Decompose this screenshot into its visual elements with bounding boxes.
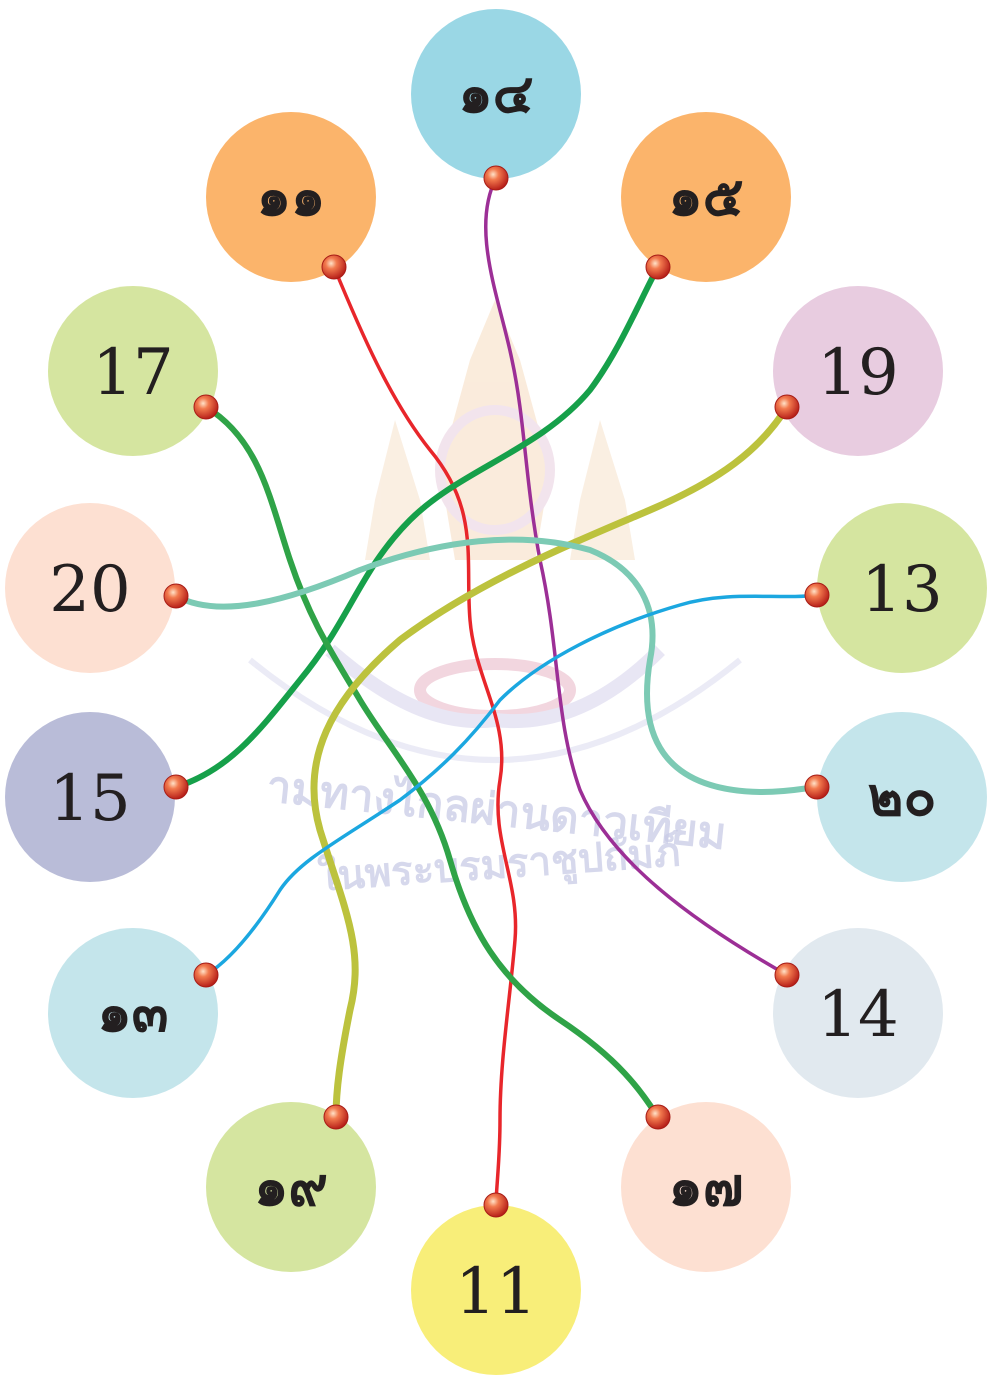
circle-label: 11 [455, 1255, 536, 1329]
connector-dot-thai-20[interactable] [805, 775, 829, 799]
circle-label: ๑๙ [254, 1155, 328, 1218]
number-circle-num-11[interactable]: 11 [411, 1205, 581, 1375]
number-circle-num-15[interactable]: 15 [5, 712, 175, 882]
circle-label: ๒๐ [868, 765, 937, 828]
connector-dot-num-13[interactable] [805, 583, 829, 607]
number-circle-thai-17[interactable]: ๑๗ [621, 1102, 791, 1272]
connector-dot-thai-17[interactable] [646, 1105, 670, 1129]
connector-dot-thai-19[interactable] [324, 1105, 348, 1129]
number-circle-thai-14[interactable]: ๑๔ [411, 9, 581, 179]
number-circle-num-14[interactable]: 14 [773, 928, 943, 1098]
number-circle-num-13[interactable]: 13 [817, 503, 987, 673]
number-circle-thai-20[interactable]: ๒๐ [817, 712, 987, 882]
svg-text:ในพระบรมราชูปถัมภ์: ในพระบรมราชูปถัมภ์ [316, 828, 681, 901]
circle-label: 20 [49, 553, 130, 627]
number-circle-thai-19[interactable]: ๑๙ [206, 1102, 376, 1272]
number-circle-num-17[interactable]: 17 [48, 286, 218, 456]
circle-label: 15 [49, 762, 130, 836]
circle-label: 14 [817, 978, 898, 1052]
circle-label: ๑๔ [458, 62, 533, 125]
connector-dot-num-19[interactable] [775, 395, 799, 419]
circle-label: ๑๗ [669, 1155, 744, 1218]
number-circle-num-20[interactable]: 20 [5, 503, 175, 673]
watermark-emblem [250, 300, 740, 760]
circle-label: ๑๑ [257, 165, 326, 228]
number-circle-thai-11[interactable]: ๑๑ [206, 112, 376, 282]
number-circle-thai-15[interactable]: ๑๕ [621, 112, 791, 282]
number-circle-num-19[interactable]: 19 [773, 286, 943, 456]
circle-label: 13 [861, 553, 942, 627]
connector-dot-num-20[interactable] [164, 584, 188, 608]
connector-dot-num-14[interactable] [775, 963, 799, 987]
connector-dot-num-15[interactable] [164, 775, 188, 799]
connector-dot-thai-14[interactable] [484, 166, 508, 190]
circle-label: 19 [817, 336, 898, 410]
number-circle-thai-13[interactable]: ๑๓ [48, 928, 218, 1098]
connector-dot-num-17[interactable] [194, 395, 218, 419]
connector-dot-num-11[interactable] [484, 1193, 508, 1217]
connector-dot-thai-15[interactable] [646, 255, 670, 279]
circle-label: ๑๕ [668, 165, 743, 228]
connector-dot-thai-11[interactable] [322, 255, 346, 279]
circle-label: 17 [92, 336, 173, 410]
circle-label: ๑๓ [97, 981, 168, 1044]
connector-dot-thai-13[interactable] [194, 963, 218, 987]
